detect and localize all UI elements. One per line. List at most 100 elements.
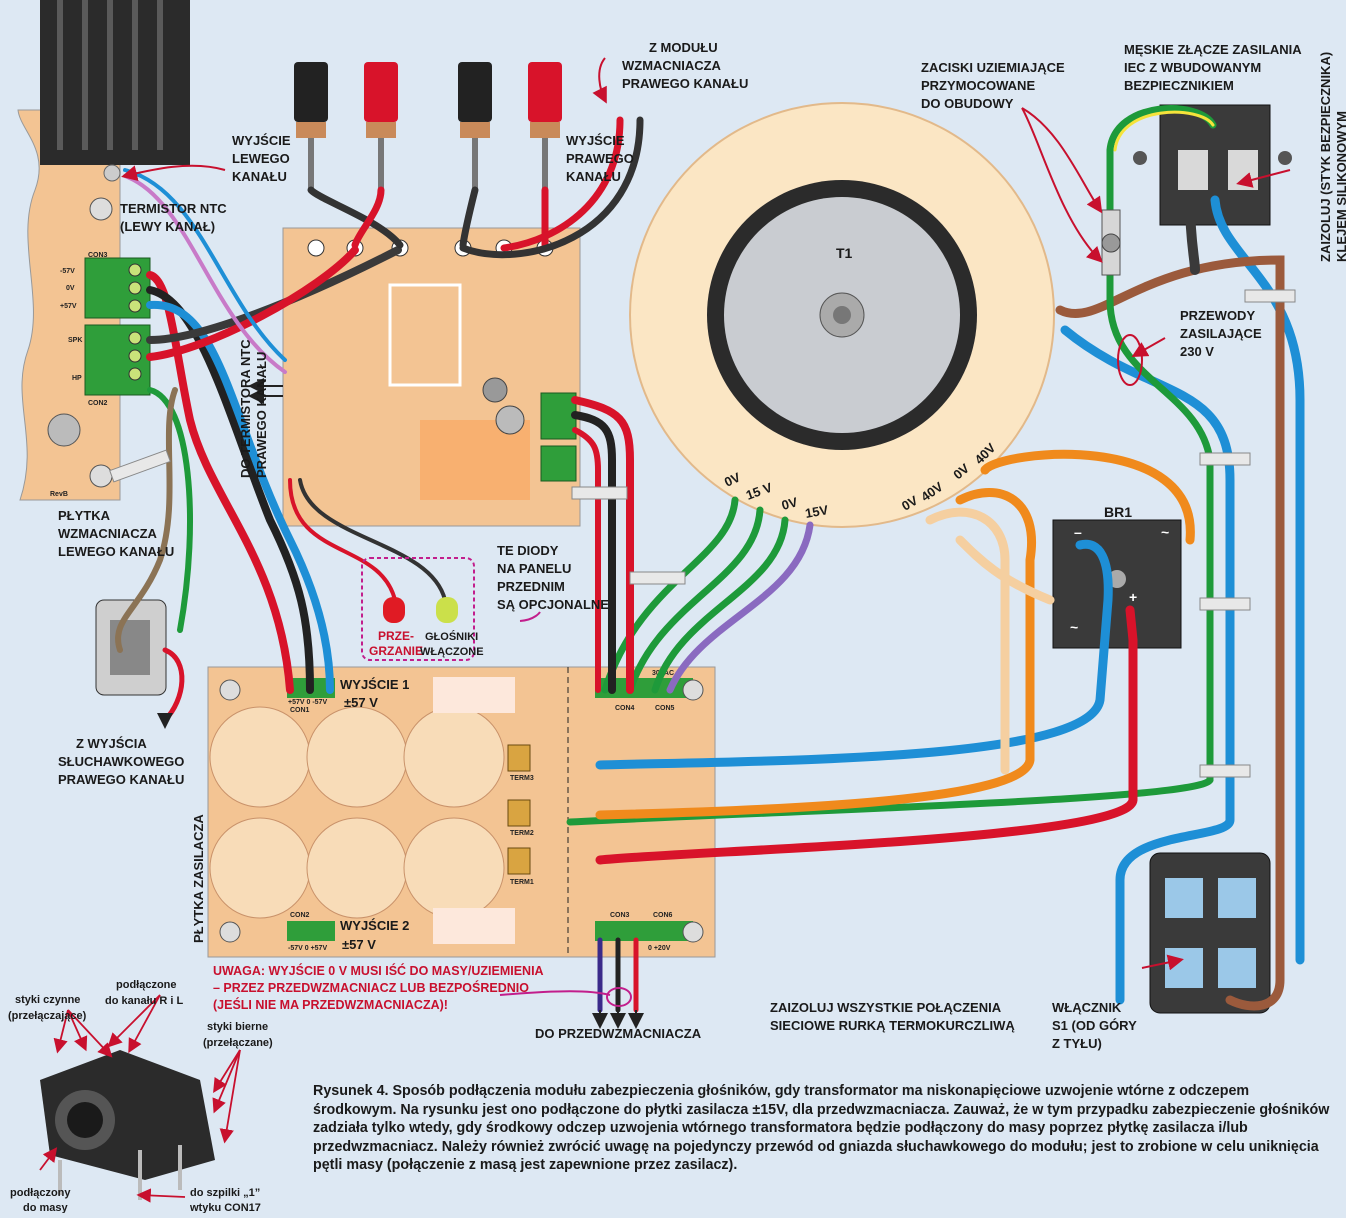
label-z-modulu: Z MODUŁU WZMACNIACZA PRAWEGO KANAŁU bbox=[622, 40, 748, 91]
spade-terminal bbox=[507, 744, 531, 772]
term1-label: TERM1 bbox=[510, 879, 534, 886]
svg-text:0V: 0V bbox=[899, 492, 921, 513]
label-plytka-zasilacza: PŁYTKA ZASILACZA bbox=[191, 814, 206, 943]
label-styki-bierne: styki bierne (przełączane) bbox=[203, 1021, 273, 1049]
label-wyjscie1: WYJŚCIE 1 ±57 V bbox=[340, 677, 409, 710]
svg-text:TERMISTOR NTC: TERMISTOR NTC bbox=[120, 201, 227, 216]
label-wyjscie2: WYJŚCIE 2 ±57 V bbox=[340, 918, 409, 952]
standoff bbox=[1199, 764, 1251, 778]
label-podlaczone-kanalu: podłączone do kanału R i L bbox=[105, 979, 184, 1007]
svg-text:MĘSKIE ZŁĄCZE ZASILANIA: MĘSKIE ZŁĄCZE ZASILANIA bbox=[1124, 42, 1302, 57]
wire-green-0v-b bbox=[651, 516, 789, 694]
svg-text:PRZEWODY: PRZEWODY bbox=[1180, 308, 1255, 323]
wire-purple-15v bbox=[666, 521, 814, 694]
svg-text:PRZE-: PRZE- bbox=[378, 629, 414, 643]
wire-black-right-out bbox=[459, 186, 479, 249]
svg-text:~: ~ bbox=[1161, 524, 1169, 540]
led-red bbox=[383, 597, 405, 623]
svg-text:ZASILAJĄCE: ZASILAJĄCE bbox=[1180, 326, 1262, 341]
wires bbox=[115, 105, 1305, 1013]
svg-text:(LEWY KANAŁ): (LEWY KANAŁ) bbox=[120, 219, 215, 234]
svg-text:GŁOŚNIKI: GŁOŚNIKI bbox=[425, 630, 478, 643]
screw-icon bbox=[89, 197, 113, 221]
pin-label: +57V bbox=[60, 303, 77, 310]
svg-text:WYJŚCIE 1: WYJŚCIE 1 bbox=[340, 677, 409, 692]
svg-text:UWAGA: WYJŚCIE 0 V MUSI IŚĆ DO: UWAGA: WYJŚCIE 0 V MUSI IŚĆ DO MASY/UZIE… bbox=[213, 963, 544, 978]
svg-text:SĄ OPCJONALNE: SĄ OPCJONALNE bbox=[497, 597, 609, 612]
svg-text:PRZEDNIM: PRZEDNIM bbox=[497, 579, 565, 594]
wire-red-left-out bbox=[351, 186, 385, 249]
con3-label: CON3 bbox=[610, 912, 630, 919]
label-uwaga: UWAGA: WYJŚCIE 0 V MUSI IŚĆ DO MASY/UZIE… bbox=[213, 963, 544, 1012]
label-wyjscie-lewego: WYJŚCIE LEWEGO KANAŁU bbox=[232, 133, 291, 184]
ntc-thermistor-left bbox=[103, 164, 121, 182]
con1-label: CON1 bbox=[290, 707, 310, 714]
svg-text:styki bierne: styki bierne bbox=[207, 1021, 268, 1033]
label-przegrzanie: PRZE- GRZANIE bbox=[369, 629, 423, 658]
term2-label: TERM2 bbox=[510, 830, 534, 837]
revision-label: RevB bbox=[50, 491, 68, 498]
svg-text:styki czynne: styki czynne bbox=[15, 994, 80, 1006]
terminal-block-con2 bbox=[287, 921, 335, 941]
standoff bbox=[1199, 597, 1251, 611]
svg-text:podłączone: podłączone bbox=[116, 979, 177, 991]
svg-text:– PRZEZ PRZEDWZMACNIACZ LUB BE: – PRZEZ PRZEDWZMACNIACZ LUB BEZPOŚREDNIO bbox=[213, 980, 529, 995]
svg-text:KLEJEM SILIKONOWYM: KLEJEM SILIKONOWYM bbox=[1334, 111, 1346, 262]
label-zaizoluj-wszystkie: ZAIZOLUJ WSZYSTKIE POŁĄCZENIA SIECIOWE R… bbox=[770, 1000, 1015, 1033]
svg-text:ZAIZOLUJ WSZYSTKIE POŁĄCZENIA: ZAIZOLUJ WSZYSTKIE POŁĄCZENIA bbox=[770, 1000, 1002, 1015]
wire-earth bbox=[566, 105, 1217, 826]
label-plytka-wzmacniacza: PŁYTKA WZMACNIACZA LEWEGO KANAŁU bbox=[58, 508, 174, 559]
wire-brown-hp bbox=[115, 387, 178, 653]
pin-label: 0V bbox=[66, 285, 75, 292]
svg-text:ZAIZOLUJ (STYK BEZPIECZNIKA): ZAIZOLUJ (STYK BEZPIECZNIKA) bbox=[1318, 52, 1333, 262]
wire-blue-transformer bbox=[1060, 325, 1235, 1005]
svg-text:S1 (OD GÓRY: S1 (OD GÓRY bbox=[1052, 1018, 1137, 1033]
svg-text:Z MODUŁU: Z MODUŁU bbox=[649, 40, 718, 55]
svg-text:PŁYTKA: PŁYTKA bbox=[58, 508, 111, 523]
screw-icon bbox=[219, 921, 241, 943]
standoff bbox=[571, 486, 628, 500]
svg-text:SIECIOWE RURKĄ TERMOKURCZLIWĄ: SIECIOWE RURKĄ TERMOKURCZLIWĄ bbox=[770, 1018, 1015, 1033]
standoff bbox=[109, 449, 171, 483]
svg-text:PRAWEGO KANAŁU: PRAWEGO KANAŁU bbox=[58, 772, 184, 787]
br1-pin-labels: – ~ ~ + bbox=[1070, 524, 1169, 635]
led-dashed-box bbox=[361, 557, 475, 661]
svg-text:WZMACNIACZA: WZMACNIACZA bbox=[58, 526, 158, 541]
standoff bbox=[1244, 289, 1296, 303]
wire-tan-0v-b bbox=[955, 535, 1055, 605]
wire-earth-stripe bbox=[1113, 110, 1215, 152]
svg-text:do szpilki „1”: do szpilki „1” bbox=[190, 1187, 260, 1199]
capacitor bbox=[47, 413, 81, 447]
wire-red-protector bbox=[571, 396, 634, 694]
wire-blue-amp-psu bbox=[146, 300, 334, 694]
svg-text:WYJŚCIE: WYJŚCIE bbox=[232, 133, 291, 148]
wire-ntc bbox=[123, 168, 287, 362]
svg-text:+: + bbox=[1129, 589, 1137, 605]
svg-text:15V: 15V bbox=[804, 502, 830, 521]
label-styki-czynne: styki czynne (przełączające) bbox=[8, 994, 87, 1022]
svg-text:IEC Z WBUDOWANYM: IEC Z WBUDOWANYM bbox=[1124, 60, 1261, 75]
label-meskie-zlacze: MĘSKIE ZŁĄCZE ZASILANIA IEC Z WBUDOWANYM… bbox=[1124, 42, 1302, 93]
svg-text:SŁUCHAWKOWEGO: SŁUCHAWKOWEGO bbox=[58, 754, 184, 769]
wire-led-b bbox=[298, 478, 447, 602]
svg-text:PRAWEGO KANAŁU: PRAWEGO KANAŁU bbox=[254, 352, 269, 478]
svg-text:WYJŚCIE: WYJŚCIE bbox=[566, 133, 625, 148]
svg-text:0V: 0V bbox=[722, 469, 743, 489]
con2-label: CON2 bbox=[290, 912, 310, 919]
terminal-block bbox=[540, 392, 577, 440]
led-group bbox=[361, 557, 475, 661]
label-glosniki-wlaczone: GŁOŚNIKI WŁĄCZONE bbox=[420, 630, 484, 658]
binding-post-red-left bbox=[364, 62, 398, 122]
con4-label: CON4 bbox=[615, 705, 635, 712]
svg-text:±57 V: ±57 V bbox=[342, 937, 376, 952]
svg-text:–: – bbox=[1074, 524, 1082, 540]
power-supply-board: CON1 +57V 0 -57V CON2 -57V 0 +57V CON4 C… bbox=[207, 666, 716, 958]
power-switch-s1 bbox=[1149, 852, 1271, 1014]
pin-label: -57V bbox=[60, 268, 75, 275]
label-do-przedwzmacniacza: DO PRZEDWZMACNIACZA bbox=[535, 1026, 702, 1041]
label-wyjscie-prawego: WYJŚCIE PRAWEGO KANAŁU bbox=[566, 133, 634, 184]
svg-text:BEZPIECZNIKIEM: BEZPIECZNIKIEM bbox=[1124, 78, 1234, 93]
svg-text:podłączony: podłączony bbox=[10, 1187, 71, 1199]
spade-terminal bbox=[507, 847, 531, 875]
